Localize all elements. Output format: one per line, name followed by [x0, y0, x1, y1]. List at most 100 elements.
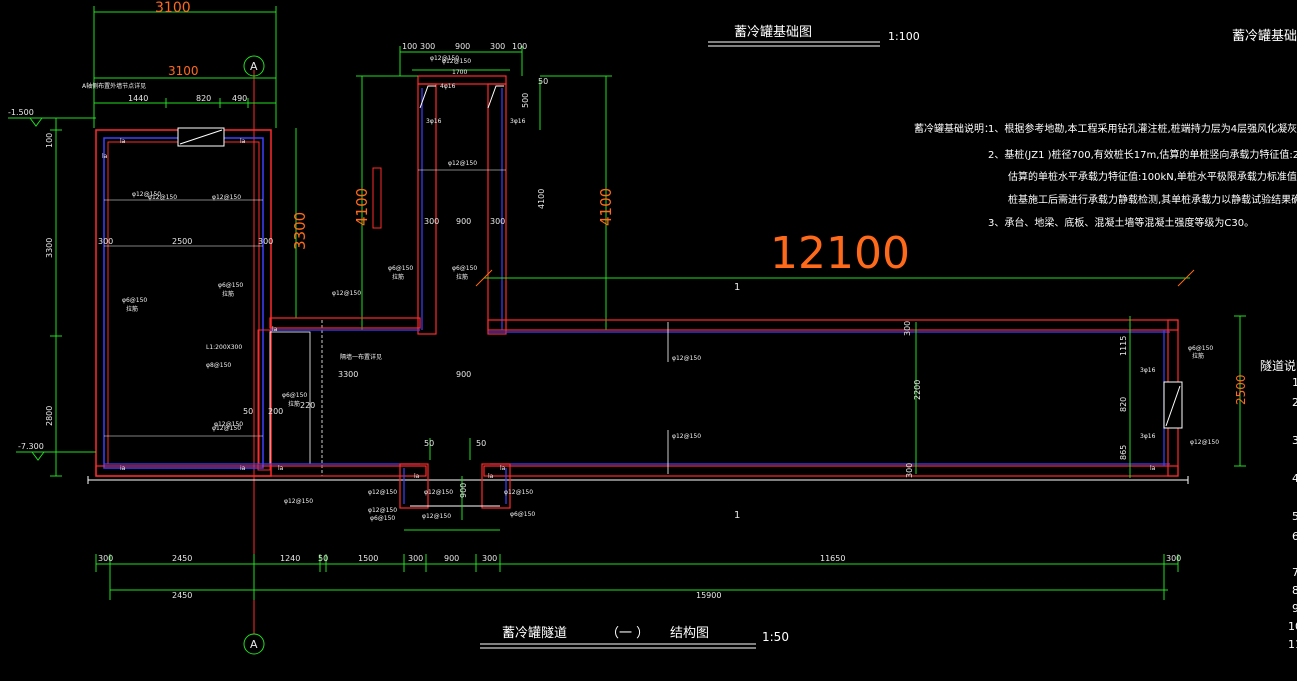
rebar-note-25: φ6@150: [510, 511, 535, 518]
dim-4100-a: 4100: [353, 188, 371, 226]
svg-text:9: 9: [1292, 602, 1297, 615]
dim-b1-9: 300: [1166, 554, 1181, 563]
dim-t50: 50: [538, 77, 548, 86]
dim-50-d: 50: [476, 439, 486, 448]
rebar-note-21: φ12@150: [368, 507, 397, 514]
dim-b2-0: 2450: [172, 591, 192, 600]
la-8: la: [500, 465, 506, 472]
left-chamber: [95, 127, 272, 477]
la-9: la: [1150, 465, 1156, 472]
title-tunnel-block: [480, 643, 756, 649]
tie-label-4: 拉筋: [392, 273, 404, 281]
dim-3300-top: 3300: [291, 212, 309, 250]
rebar-note-6: φ6@150: [122, 297, 147, 304]
notes-line-5: 3、承台、地梁、底板、混凝土墙等混凝土强度等级为C30。: [988, 216, 1254, 229]
rebar-note-24: φ12@150: [1190, 439, 1219, 446]
dim-1115: 1115: [1119, 336, 1128, 356]
rebar-note-23: φ6@150: [370, 515, 395, 522]
notes-line-1: 1、根据参考地勘,本工程采用钻孔灌注桩,桩端持力层为4层强风化凝灰岩,桩端入持力…: [988, 122, 1297, 135]
dim-t100b: 100: [512, 42, 527, 51]
rebar-note-14: φ12@150: [672, 355, 701, 362]
dim-t500: 500: [521, 93, 530, 108]
dim-12100-line: [475, 269, 1195, 287]
dim-300-b: 300: [258, 237, 273, 246]
dim-b1-1: 2450: [172, 554, 192, 563]
dim-t300b: 300: [490, 42, 505, 51]
title-foundation-block: [708, 41, 880, 47]
dim-820-right: 820: [1119, 397, 1128, 412]
rebar-note-31: φ12@150: [442, 58, 471, 65]
rebar-note-9: φ6@150: [452, 265, 477, 272]
la-4: la: [240, 465, 246, 472]
svg-text:8: 8: [1292, 584, 1297, 597]
rebar-note-8: φ6@150: [388, 265, 413, 272]
rebar-note-1: A轴侧布置外墙节点详见: [82, 82, 146, 90]
rebar-note-33: 4φ16: [440, 83, 456, 90]
rebar-note-12: φ12@150: [212, 425, 241, 432]
dim-2500-inner: 2500: [172, 237, 192, 246]
top-dims-left: [93, 6, 277, 128]
dim-t300a: 300: [420, 42, 435, 51]
rebar-note-11: φ8@150: [206, 362, 231, 369]
title-foundation: 蓄冷罐基础图: [734, 25, 812, 40]
rebar-note-2: φ12@150: [148, 194, 177, 201]
rebar-note-28: 3φ16: [510, 118, 526, 125]
shaft-top-dims: [399, 46, 541, 130]
la-1: la: [120, 138, 126, 145]
title-tunnel-suffix: 结构图: [670, 626, 709, 641]
bottom-dims: [95, 554, 1179, 600]
svg-text:2: 2: [1292, 396, 1297, 409]
dim-300-f: 300: [905, 463, 914, 478]
dim-b1-6: 900: [444, 554, 459, 563]
central-shaft: [372, 75, 507, 335]
rebar-note-7: φ6@150: [218, 282, 243, 289]
dim-left-2800: 2800: [45, 406, 54, 426]
rebar-note-18: φ12@150: [504, 489, 533, 496]
la-10: la: [414, 473, 420, 480]
svg-text:3: 3: [1292, 434, 1297, 447]
rebar-note-32: φ12@150: [448, 160, 477, 167]
elevation-bottom: [16, 451, 96, 461]
right-dims: [1234, 315, 1246, 467]
dim-b1-5: 300: [408, 554, 423, 563]
dim-2500-right: 2500: [1234, 374, 1248, 405]
dim-t900a: 900: [455, 42, 470, 51]
dim-200: 200: [268, 407, 283, 416]
title-foundation-right: 蓄冷罐基础: [1232, 29, 1297, 44]
dim-b1-2: 1240: [280, 554, 300, 563]
pits: [399, 438, 511, 531]
la-6: la: [272, 326, 278, 333]
rebar-note-26: φ12@150: [284, 498, 313, 505]
title-foundation-scale: 1:100: [888, 30, 920, 43]
tie-label-1: 拉筋: [126, 305, 138, 313]
notes-label: 蓄冷罐基础说明：: [914, 122, 994, 135]
dim-300-d: 300: [490, 217, 505, 226]
tie-label-6: 拉筋: [1192, 352, 1204, 360]
dim-300-c: 300: [424, 217, 439, 226]
elevation-top: [8, 117, 96, 127]
la-7: la: [278, 465, 284, 472]
grid-axis-a: A A: [243, 55, 265, 655]
notes-line-3: 估算的单桩水平承载力特征值:100kN,单桩水平极限承载力标准值:200kN。: [1008, 170, 1297, 183]
dim-12100: 12100: [770, 228, 910, 279]
rebar-note-34: φ12@150: [430, 55, 459, 62]
rebar-note-15: φ12@150: [672, 433, 701, 440]
la-5: la: [102, 153, 108, 160]
grid-label-bottom: A: [250, 638, 258, 651]
rebar-note-35: 隔墙一布置详见: [340, 353, 382, 361]
dim-left-100: 100: [45, 133, 54, 148]
rebar-note-20: φ6@150: [282, 392, 307, 399]
notes-line-2: 2、基桩(JZ1 )桩径700,有效桩长17m,估算的单桩竖向承载力特征值:25…: [988, 148, 1297, 161]
la-3: la: [120, 465, 126, 472]
dim-b1-7: 300: [482, 554, 497, 563]
title-tunnel: 蓄冷罐隧道: [502, 625, 567, 641]
beam-l1: L1:200X300: [206, 344, 242, 351]
rebar-note-4: φ12@150: [132, 191, 161, 198]
section-mark-bottom: 1: [734, 510, 740, 521]
la-11: la: [488, 473, 494, 480]
dim-900-b: 900: [456, 370, 471, 379]
left-dims: [50, 118, 62, 477]
grid-label-top: A: [250, 60, 258, 73]
elevation-top-label: -1.500: [8, 108, 34, 117]
dim-865: 865: [1119, 445, 1128, 460]
